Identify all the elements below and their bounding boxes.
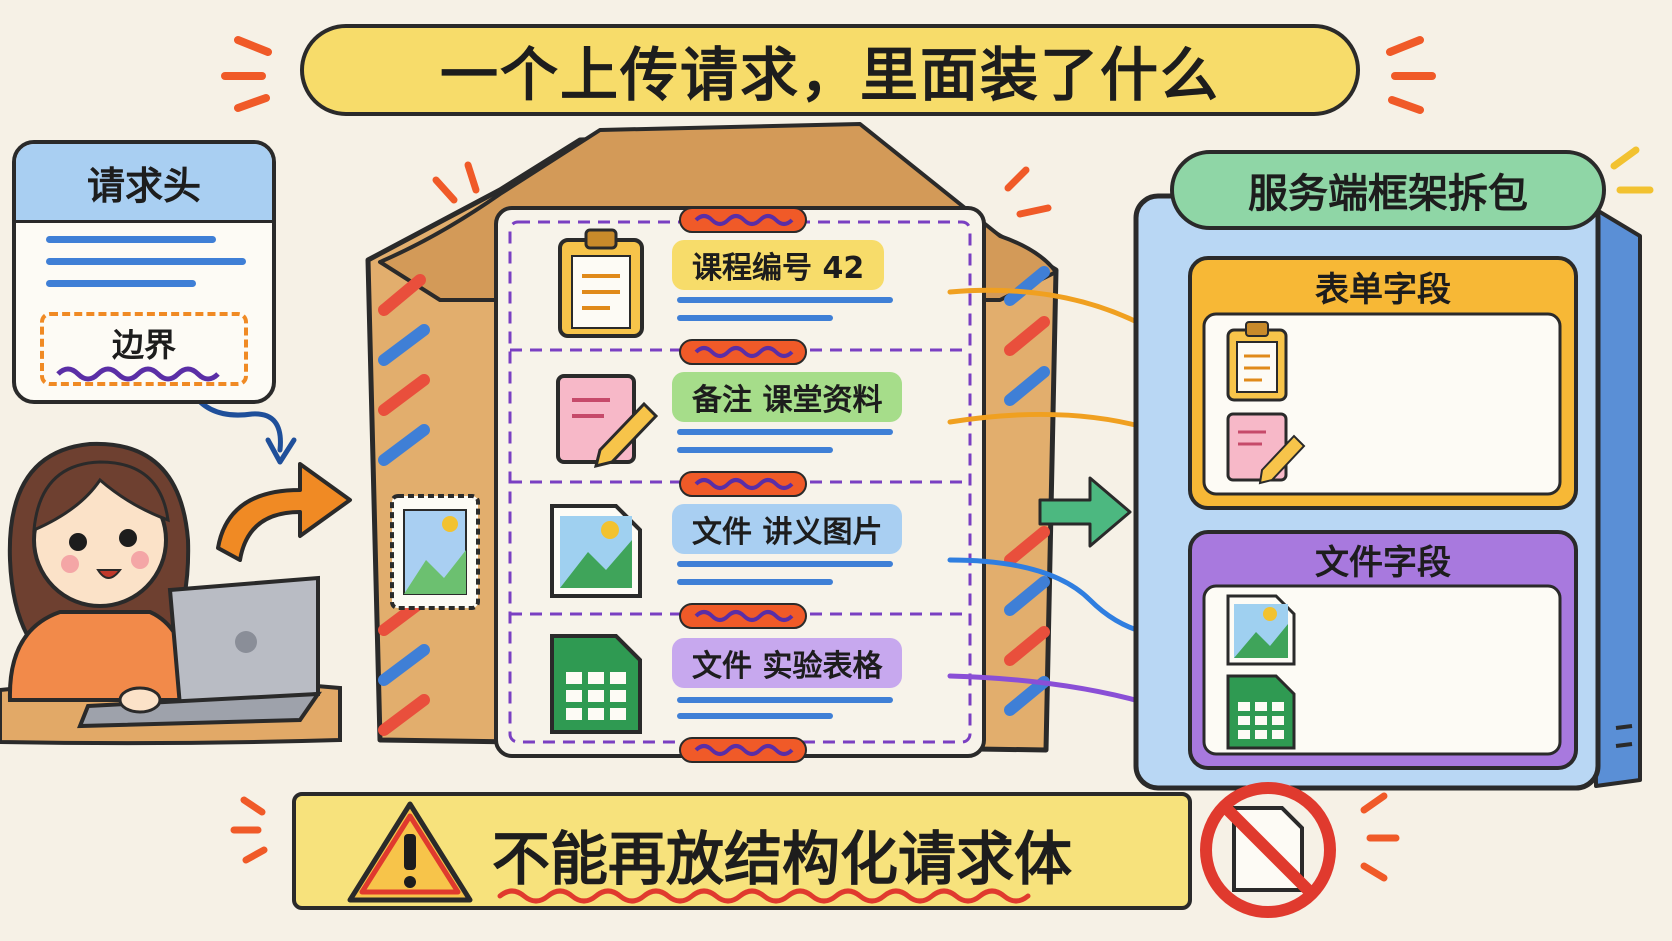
request-header-card: 请求头 边界 [12, 140, 276, 404]
upload-package [365, 122, 1059, 763]
part-label-course-id: 课程编号 42 [672, 240, 885, 290]
note-pencil-icon [556, 374, 659, 469]
part-label-image-file: 文件 讲义图片 [672, 504, 903, 554]
boundary-arrow [189, 389, 283, 453]
header-card-title: 请求头 [86, 163, 201, 208]
image-file-icon [550, 504, 642, 598]
part-label-sheet-file: 文件 实验表格 [672, 638, 903, 688]
title-burst-right [1386, 36, 1436, 114]
package-burst-left [432, 161, 480, 204]
no-icon-burst [1360, 792, 1400, 882]
server-image-icon [1226, 594, 1296, 666]
stamp-icon [390, 494, 480, 610]
warning-burst-left [230, 796, 268, 864]
package-burst-right [1004, 166, 1052, 218]
warning-underline [497, 888, 1031, 904]
clipboard-icon [558, 228, 644, 338]
boundary-markers [679, 207, 807, 763]
boundary-label: 边界 [111, 326, 176, 364]
boundary-arrow-head [265, 437, 297, 465]
title-burst-left [221, 36, 272, 112]
server-box [1133, 193, 1642, 791]
boundary-box: 边界 [40, 312, 248, 386]
server-burst [1610, 146, 1654, 194]
warning-text: 不能再放结构化请求体 [492, 825, 1073, 893]
server-spreadsheet-icon [1226, 674, 1296, 750]
server-note-icon [1226, 412, 1306, 485]
header-line [46, 236, 216, 243]
part-label-note: 备注 课堂资料 [672, 372, 903, 422]
title-banner: 一个上传请求，里面装了什么 [300, 24, 1360, 116]
send-arrow [216, 462, 352, 562]
no-document-icon [1200, 782, 1336, 918]
form-fields-title: 表单字段 [1315, 269, 1451, 310]
header-line [46, 258, 246, 265]
boundary-wave [56, 366, 220, 382]
server-title: 服务端框架拆包 [1248, 171, 1528, 217]
server-title-banner: 服务端框架拆包 [1170, 150, 1606, 230]
unpack-arrow [1038, 476, 1132, 548]
spreadsheet-file-icon [550, 634, 642, 734]
warning-triangle-icon [347, 801, 473, 903]
server-clipboard-icon [1226, 321, 1288, 402]
page-title: 一个上传请求，里面装了什么 [439, 41, 1220, 109]
file-fields-title: 文件字段 [1315, 542, 1451, 583]
user-illustration [0, 441, 342, 746]
header-line [46, 280, 196, 287]
header-card-titlebar: 请求头 [16, 144, 272, 223]
